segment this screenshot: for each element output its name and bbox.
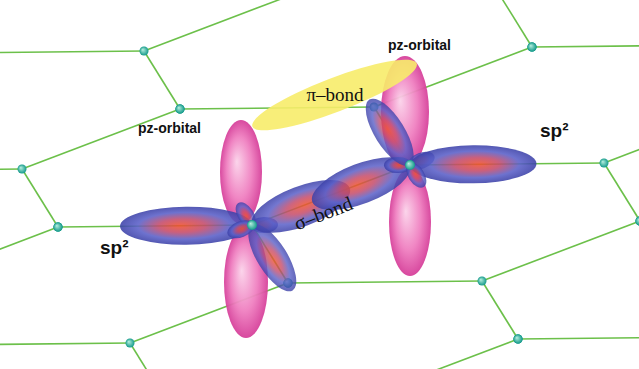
pi-bond-fill: [247, 48, 423, 143]
carbon-atom: [54, 223, 63, 232]
carbon-atom: [406, 161, 415, 170]
carbon-atom: [176, 105, 185, 114]
lattice-bond: [0, 343, 130, 345]
carbon-atom: [636, 217, 639, 226]
sp2-back-lobe: [225, 217, 257, 242]
carbon-atom: [406, 161, 415, 170]
carbon-atom: [247, 220, 257, 230]
lattice-bond: [0, 227, 58, 287]
carbon-atom: [140, 47, 149, 56]
carbon-atom: [528, 43, 537, 52]
sp2-lobe: [410, 145, 537, 184]
hybrid-label: sp²: [540, 120, 569, 142]
carbon-atom: [405, 160, 415, 170]
carbon-atom: [54, 223, 63, 232]
lattice-bond: [288, 281, 482, 283]
carbon-atom: [176, 105, 185, 114]
hybrid-label: sp²: [100, 237, 129, 259]
carbon-atom: [406, 161, 415, 170]
lattice-bond: [144, 51, 180, 109]
carbon-atom: [54, 223, 63, 232]
carbon-atom: [528, 43, 537, 52]
lattice-bond: [604, 163, 639, 221]
lattice-bond: [482, 221, 639, 281]
carbon-atom: [528, 43, 537, 52]
orbital-label: pz-orbital: [138, 120, 201, 136]
lattice-bond: [604, 103, 639, 163]
lattice-bond: [22, 109, 180, 169]
carbon-atom: [514, 335, 523, 344]
carbon-atom: [636, 217, 639, 226]
lattice-bond: [532, 45, 639, 47]
pi-bond-ellipse: π–bond: [302, 82, 367, 108]
carbon-atom: [514, 335, 523, 344]
sp2-lobe: [357, 92, 423, 173]
carbon-atom: [248, 221, 257, 230]
lattice-bond: [0, 51, 144, 53]
lattice-bond: [496, 0, 532, 47]
bond-label: π–bond: [302, 82, 367, 106]
carbon-atom: [176, 105, 185, 114]
orbital-lobes: [120, 56, 537, 338]
lattice-bond: [22, 169, 58, 227]
lattice-bond: [360, 339, 518, 369]
carbon-atom: [514, 335, 523, 344]
sp2-back-lobe: [402, 159, 430, 191]
lattice-bond: [518, 337, 639, 339]
carbon-atom: [126, 339, 135, 348]
lattice-bond: [144, 0, 302, 51]
carbon-atom: [478, 277, 487, 286]
orbital-label: pz-orbital: [388, 37, 451, 53]
lattice-bond: [482, 281, 518, 339]
lattice-bond: [130, 343, 166, 369]
carbon-atom: [18, 165, 27, 174]
carbon-atom: [600, 159, 609, 168]
carbon-atom: [636, 217, 639, 226]
